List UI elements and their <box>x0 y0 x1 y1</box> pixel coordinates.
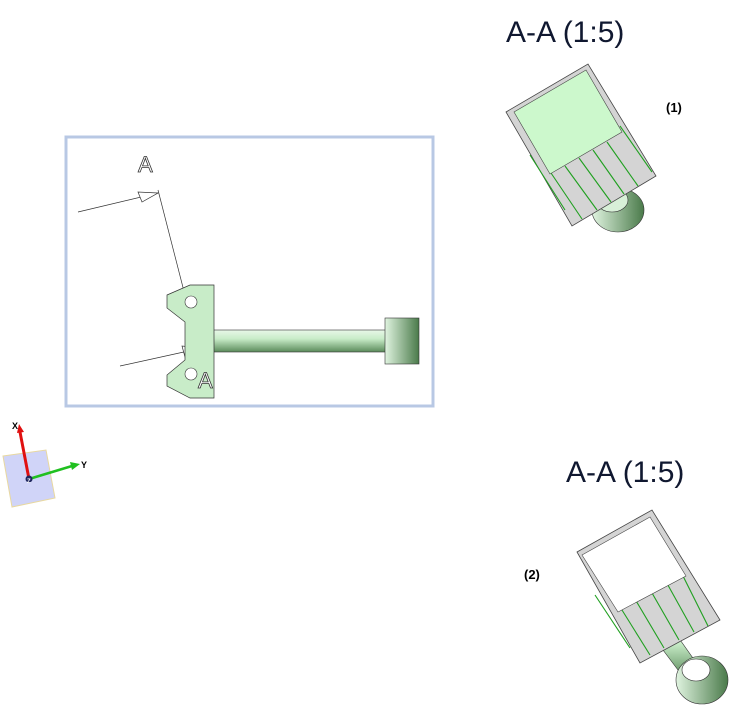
view-callout: (1) <box>666 100 682 115</box>
section-face <box>513 69 623 175</box>
view-title: A-A (1:5) <box>566 456 684 489</box>
main-view[interactable]: A A <box>64 135 435 408</box>
axis-x-label: X <box>12 421 18 431</box>
hatch-lines <box>529 125 653 220</box>
rod-and-knob <box>647 619 729 705</box>
view-frame <box>64 135 435 408</box>
part-shape <box>166 284 420 399</box>
axis-y <box>28 464 73 481</box>
axis-x <box>18 431 31 480</box>
view-title: A-A (1:5) <box>506 16 624 49</box>
section-label: A <box>198 368 213 393</box>
section-view-2[interactable]: A-A (1:5) (2) <box>524 456 729 705</box>
hatch-lines <box>594 569 709 656</box>
section-view-1[interactable]: A-A (1:5) (1) <box>505 16 682 233</box>
compass-widget[interactable]: X Y Z <box>2 421 87 508</box>
view-callout: (2) <box>524 567 540 582</box>
section-label: A <box>138 152 153 177</box>
axis-z-label: Z <box>27 479 31 485</box>
section-face <box>581 516 687 613</box>
axis-y-label: Y <box>81 460 87 470</box>
